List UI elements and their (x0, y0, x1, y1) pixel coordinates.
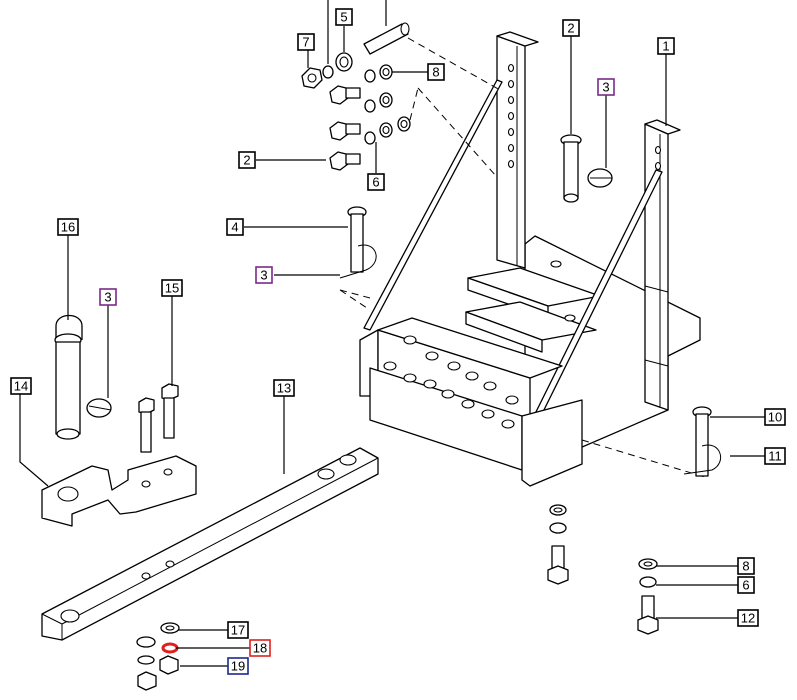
hitch-14 (41, 455, 197, 527)
callout-4: 4 (226, 218, 244, 236)
leader-lines (19, 0, 765, 667)
bottom-left-hardware (136, 622, 180, 691)
callout-10: 10 (764, 408, 786, 426)
upright-holes (507, 63, 662, 171)
callout-8-bottom: 8 (737, 557, 755, 575)
callout-1: 1 (657, 37, 675, 55)
svg-text:11: 11 (768, 449, 782, 464)
svg-text:10: 10 (768, 410, 782, 425)
svg-text:14: 14 (14, 379, 28, 394)
svg-text:18: 18 (253, 641, 267, 656)
callout-16: 16 (57, 218, 79, 236)
svg-text:8: 8 (742, 559, 749, 574)
bottom-center-hardware (547, 504, 569, 585)
callout-8-top: 8 (427, 63, 445, 81)
carrier-holes (383, 260, 576, 429)
bolt-c (329, 151, 361, 171)
callout-2-bolt: 2 (238, 151, 256, 169)
callout-3-mid: 3 (99, 288, 117, 306)
svg-text:2: 2 (243, 153, 250, 168)
right-pin-10 (683, 406, 722, 477)
washer-18-highlight (161, 642, 179, 654)
drawbar-13 (41, 447, 379, 641)
bolt-b (329, 121, 361, 141)
bolt-a (329, 85, 361, 105)
svg-text:3: 3 (602, 80, 609, 95)
svg-text:13: 13 (277, 381, 291, 396)
svg-text:4: 4 (231, 220, 238, 235)
svg-text:1: 1 (662, 39, 669, 54)
svg-text:16: 16 (61, 220, 75, 235)
svg-text:2: 2 (567, 21, 574, 36)
svg-text:17: 17 (231, 623, 245, 638)
svg-text:3: 3 (260, 268, 267, 283)
bolts-15 (138, 383, 179, 453)
callout-13: 13 (273, 379, 295, 397)
svg-text:8: 8 (432, 65, 439, 80)
callout-14: 14 (10, 377, 32, 395)
svg-text:6: 6 (372, 175, 379, 190)
top-hardware (301, 22, 411, 171)
svg-text:6: 6 (742, 578, 749, 593)
callout-7-top: 7 (297, 33, 315, 51)
svg-text:12: 12 (741, 611, 755, 626)
pin-top-right (560, 134, 613, 203)
callout-3-left: 3 (255, 266, 273, 284)
callout-5-top: 5 (335, 8, 353, 26)
right-bottom-hardware (637, 558, 659, 635)
callout-3-pin: 3 (597, 78, 615, 96)
clip-3-left (86, 398, 112, 418)
svg-text:5: 5 (340, 10, 347, 25)
callout-19: 19 (227, 657, 249, 675)
callout-17: 17 (227, 621, 249, 639)
svg-text:15: 15 (165, 281, 179, 296)
callout-12: 12 (737, 609, 759, 627)
callout-11: 11 (764, 447, 786, 465)
callout-2-pin: 2 (562, 19, 580, 37)
pin-middle (339, 206, 377, 279)
pin-16 (54, 314, 83, 440)
callout-15: 15 (161, 279, 183, 297)
main-frame (339, 31, 709, 487)
svg-text:3: 3 (104, 290, 111, 305)
callout-6-top: 6 (367, 173, 385, 191)
svg-text:19: 19 (231, 659, 245, 674)
callout-18: 18 (249, 639, 271, 657)
callout-6-bottom: 6 (737, 576, 755, 594)
svg-text:7: 7 (302, 35, 309, 50)
